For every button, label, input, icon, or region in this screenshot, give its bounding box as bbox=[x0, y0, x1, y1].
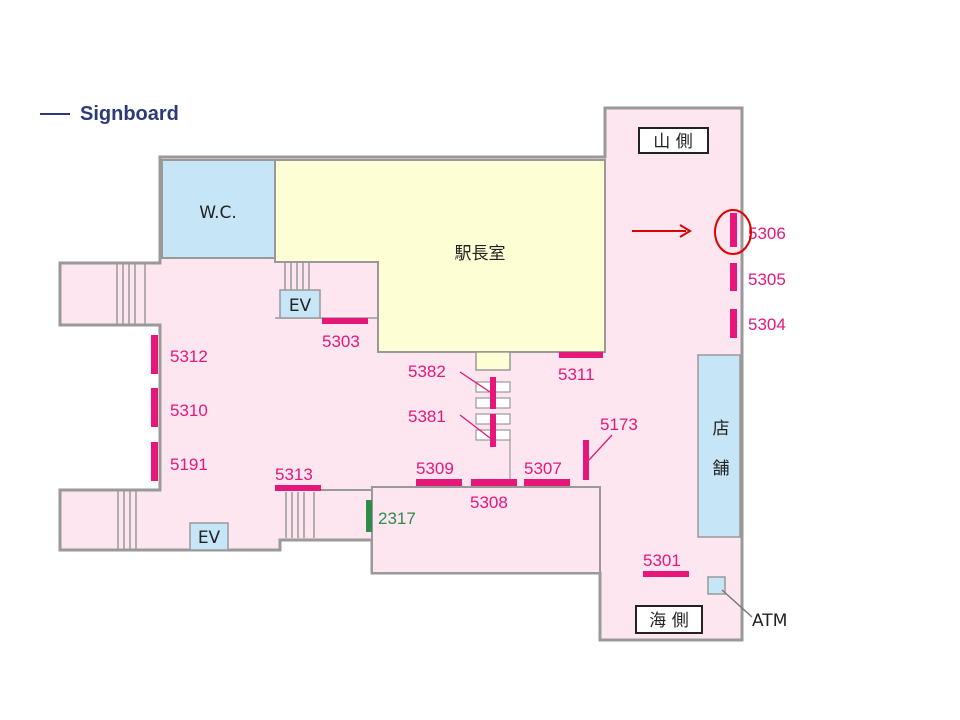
sign-5303[interactable] bbox=[322, 318, 368, 324]
sign-5309[interactable] bbox=[416, 479, 462, 486]
atm-label: ATM bbox=[752, 611, 787, 631]
wc-label: W.C. bbox=[199, 203, 237, 223]
sign-5304[interactable] bbox=[730, 309, 737, 338]
sign-label-5306: 5306 bbox=[748, 224, 786, 243]
sign-5308[interactable] bbox=[471, 479, 517, 486]
sign-label-5309: 5309 bbox=[416, 459, 454, 478]
station-master-room bbox=[274, 159, 606, 353]
sign-5310[interactable] bbox=[151, 388, 158, 427]
mountain-side-box bbox=[638, 127, 709, 154]
stairs-left-top bbox=[116, 263, 146, 325]
atm-box[interactable] bbox=[707, 576, 726, 595]
stairs-left-bottom bbox=[117, 490, 137, 550]
sign-5306[interactable] bbox=[730, 213, 737, 247]
sign-label-5301: 5301 bbox=[643, 551, 681, 570]
sign-5191[interactable] bbox=[151, 442, 158, 481]
sign-label-5308: 5308 bbox=[470, 493, 508, 512]
mountain-side-label: 山 側 bbox=[653, 132, 692, 152]
sign-5382[interactable] bbox=[490, 377, 496, 409]
sign-label-5312: 5312 bbox=[170, 347, 208, 366]
stairs-ev-top bbox=[284, 262, 310, 290]
sign-label-5311: 5311 bbox=[558, 365, 595, 384]
sign-5305[interactable] bbox=[730, 263, 737, 291]
ev-top-label: EV bbox=[289, 296, 312, 316]
sign-5312[interactable] bbox=[151, 335, 158, 374]
arrow-head-icon bbox=[679, 224, 692, 238]
sign-5313[interactable] bbox=[275, 485, 321, 491]
highlight-circle bbox=[714, 209, 752, 255]
sign-5311[interactable] bbox=[559, 352, 603, 358]
sign-5301[interactable] bbox=[643, 571, 689, 577]
stairs-bottom-mid bbox=[285, 492, 315, 538]
sign-label-2317: 2317 bbox=[378, 509, 416, 528]
shop[interactable] bbox=[697, 354, 741, 538]
sign-label-5307: 5307 bbox=[524, 459, 562, 478]
sea-side-label: 海 側 bbox=[649, 611, 688, 631]
sign-label-5382: 5382 bbox=[408, 362, 446, 381]
sign-label-5381: 5381 bbox=[408, 407, 446, 426]
ev-bottom-label: EV bbox=[198, 528, 221, 548]
sign-label-5304: 5304 bbox=[748, 315, 786, 334]
sign-label-5310: 5310 bbox=[170, 401, 208, 420]
elevator-top[interactable] bbox=[279, 289, 321, 319]
sea-side-box bbox=[635, 605, 703, 634]
sign-5381[interactable] bbox=[490, 414, 496, 447]
sign-label-5313: 5313 bbox=[275, 465, 313, 484]
sign-label-5191: 5191 bbox=[170, 455, 208, 474]
sign-label-5305: 5305 bbox=[748, 270, 786, 289]
bottom-room bbox=[371, 486, 601, 574]
sign-5173[interactable] bbox=[583, 440, 589, 480]
shop-label-2: 舗 bbox=[713, 459, 730, 479]
sign-label-5173: 5173 bbox=[600, 415, 638, 434]
legend-label: Signboard bbox=[80, 103, 179, 125]
shop-label-1: 店 bbox=[713, 419, 730, 439]
sign-label-5303: 5303 bbox=[322, 332, 360, 351]
sign-2317[interactable] bbox=[366, 500, 372, 532]
sign-5307[interactable] bbox=[524, 479, 570, 486]
elevator-bottom[interactable] bbox=[189, 522, 229, 551]
station-master-label: 駅長室 bbox=[455, 244, 506, 264]
